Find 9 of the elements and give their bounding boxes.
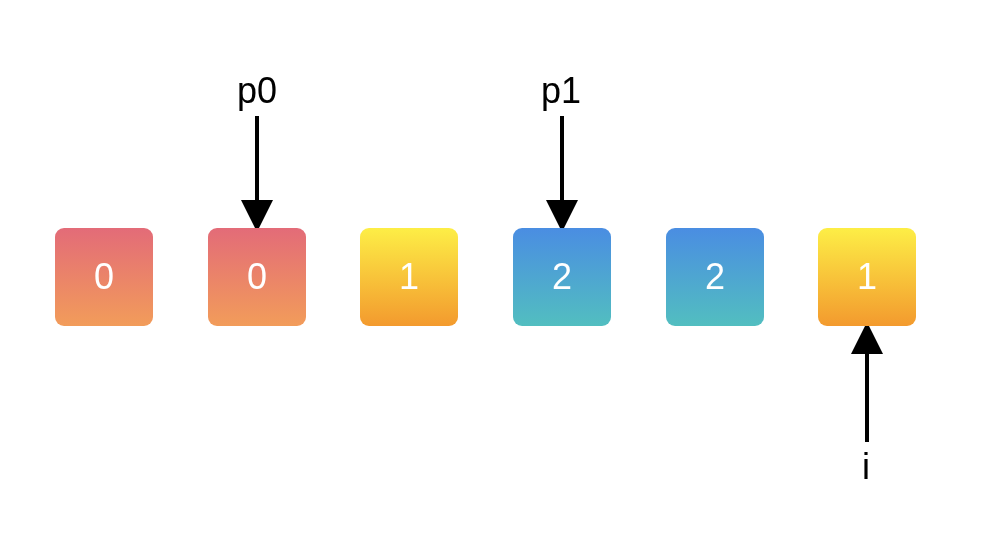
array-cell: 2 xyxy=(666,228,764,326)
array-cell: 2 xyxy=(513,228,611,326)
array-cell: 1 xyxy=(818,228,916,326)
array-cell: 0 xyxy=(208,228,306,326)
array-cell: 1 xyxy=(360,228,458,326)
pointer-label: p0 xyxy=(227,66,287,116)
array-cell: 0 xyxy=(55,228,153,326)
pointer-label: i xyxy=(846,442,886,492)
pointer-label: p1 xyxy=(531,66,591,116)
